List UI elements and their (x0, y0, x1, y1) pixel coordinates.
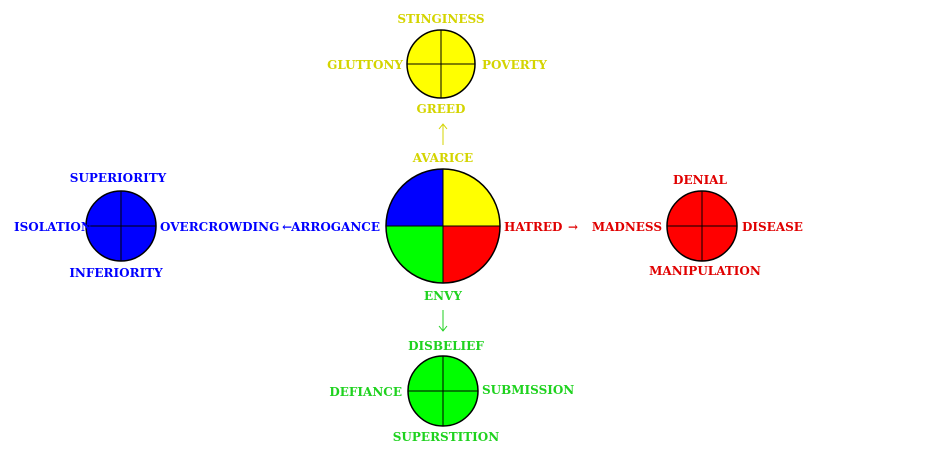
top-circle-label-bottom: GREED (417, 102, 466, 116)
top-circle-label-top: STINGINESS (397, 12, 484, 26)
right-circle-label-right: DISEASE (742, 220, 803, 234)
arrow-left-blue: ← (282, 220, 292, 234)
top-circle-label-left: GLUTTONY (327, 58, 403, 72)
center-quadrant-green (386, 226, 443, 283)
center-quadrant-red (443, 226, 500, 283)
arrow-right-red: → (568, 220, 578, 234)
left-circle-label-right: OVERCROWDING (160, 220, 279, 234)
right-circle-label-top: DENIAL (673, 173, 727, 187)
left-circle (85, 190, 157, 262)
center-label-left: ARROGANCE (290, 220, 380, 234)
left-circle-label-left: ISOLATION (14, 220, 92, 234)
right-circle (666, 190, 738, 262)
center-label-bottom: ENVY (424, 289, 462, 303)
top-circle-label-right: POVERTY (482, 58, 547, 72)
center-quadrant-yellow (443, 169, 500, 226)
bottom-circle-label-right: SUBMISSION (482, 383, 574, 397)
left-circle-label-top: SUPERIORITY (70, 171, 167, 185)
right-circle-label-left: MADNESS (592, 220, 662, 234)
arrow-down-green (438, 310, 448, 332)
center-label-right: HATRED (504, 220, 562, 234)
center-circle (385, 168, 501, 284)
bottom-circle-label-bottom: SUPERSTITION (393, 430, 499, 444)
top-circle (406, 29, 476, 99)
bottom-circle-label-left: DEFIANCE (329, 385, 402, 399)
center-quadrant-blue (386, 169, 443, 226)
left-circle-label-bottom: INFERIORITY (69, 266, 163, 280)
center-label-top: AVARICE (412, 151, 473, 165)
bottom-circle (407, 355, 479, 427)
arrow-up-yellow (438, 123, 448, 145)
bottom-circle-label-top: DISBELIEF (408, 339, 484, 353)
right-circle-label-bottom: MANIPULATION (649, 264, 761, 278)
